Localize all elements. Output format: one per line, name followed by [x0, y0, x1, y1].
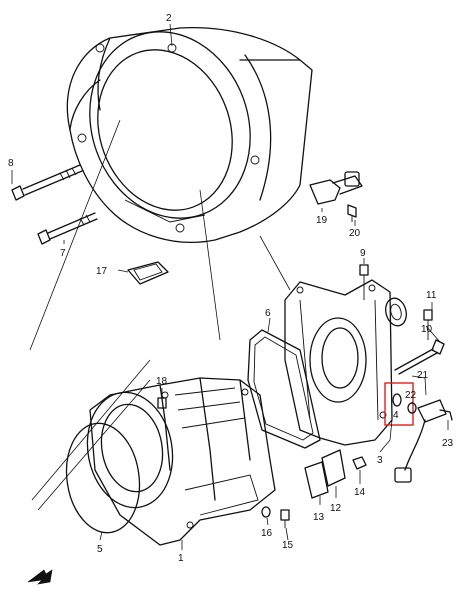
callout-3: 3 — [377, 455, 383, 466]
bracket-nut[interactable] — [352, 456, 367, 470]
breather-plug[interactable] — [157, 397, 167, 409]
callout-8: 8 — [8, 158, 14, 169]
front-arrow-icon — [27, 569, 53, 585]
leader-lines — [11, 23, 449, 550]
callout-12: 12 — [330, 503, 342, 514]
transmission-case[interactable] — [79, 377, 276, 546]
cover-plate[interactable] — [127, 261, 169, 285]
callout-14: 14 — [354, 487, 366, 498]
sensor-bolt[interactable] — [347, 204, 357, 222]
bracket-front[interactable] — [304, 461, 329, 499]
callout-13: 13 — [313, 512, 325, 523]
callout-20: 20 — [349, 228, 361, 239]
callout-5: 5 — [97, 544, 103, 555]
callout-15: 15 — [282, 540, 294, 551]
extension-stud[interactable] — [359, 264, 369, 300]
callout-7: 7 — [60, 248, 66, 259]
case-o-ring[interactable] — [60, 419, 147, 538]
callout-17: 17 — [96, 266, 108, 277]
callout-19: 19 — [316, 215, 328, 226]
callout-11: 11 — [426, 290, 437, 301]
housing-bolt-long[interactable] — [11, 164, 83, 201]
bracket-rear[interactable] — [321, 449, 346, 487]
callout-1: 1 — [178, 553, 184, 564]
housing-bolt-medium[interactable] — [37, 212, 98, 245]
extension-bolt-long[interactable] — [394, 339, 445, 375]
callout-21: 21 — [417, 370, 429, 381]
highlight-frame — [384, 382, 414, 426]
callout-18: 18 — [156, 376, 168, 387]
callout-9: 9 — [360, 248, 366, 259]
callout-16: 16 — [261, 528, 273, 539]
callout-6: 6 — [265, 308, 271, 319]
case-gasket[interactable] — [247, 329, 321, 449]
oil-seal[interactable] — [383, 296, 410, 328]
o-ring-highlighted[interactable] — [384, 382, 414, 426]
drain-washer[interactable] — [261, 506, 271, 518]
speed-sensor[interactable] — [309, 171, 363, 205]
extension-case[interactable] — [284, 279, 393, 446]
callout-4: 4 — [393, 410, 399, 421]
callout-22: 22 — [405, 390, 417, 401]
extension-bolt-short[interactable] — [423, 309, 433, 340]
converter-housing[interactable] — [64, 9, 313, 243]
drain-plug-bolt[interactable] — [280, 509, 290, 528]
callout-10: 10 — [421, 324, 433, 335]
callout-labels: 2 8 7 17 19 20 9 11 10 6 21 22 4 23 3 14… — [8, 13, 454, 564]
switch-with-harness[interactable] — [394, 399, 453, 483]
small-o-ring[interactable] — [407, 402, 417, 414]
callout-23: 23 — [442, 438, 454, 449]
callout-2: 2 — [166, 13, 172, 24]
